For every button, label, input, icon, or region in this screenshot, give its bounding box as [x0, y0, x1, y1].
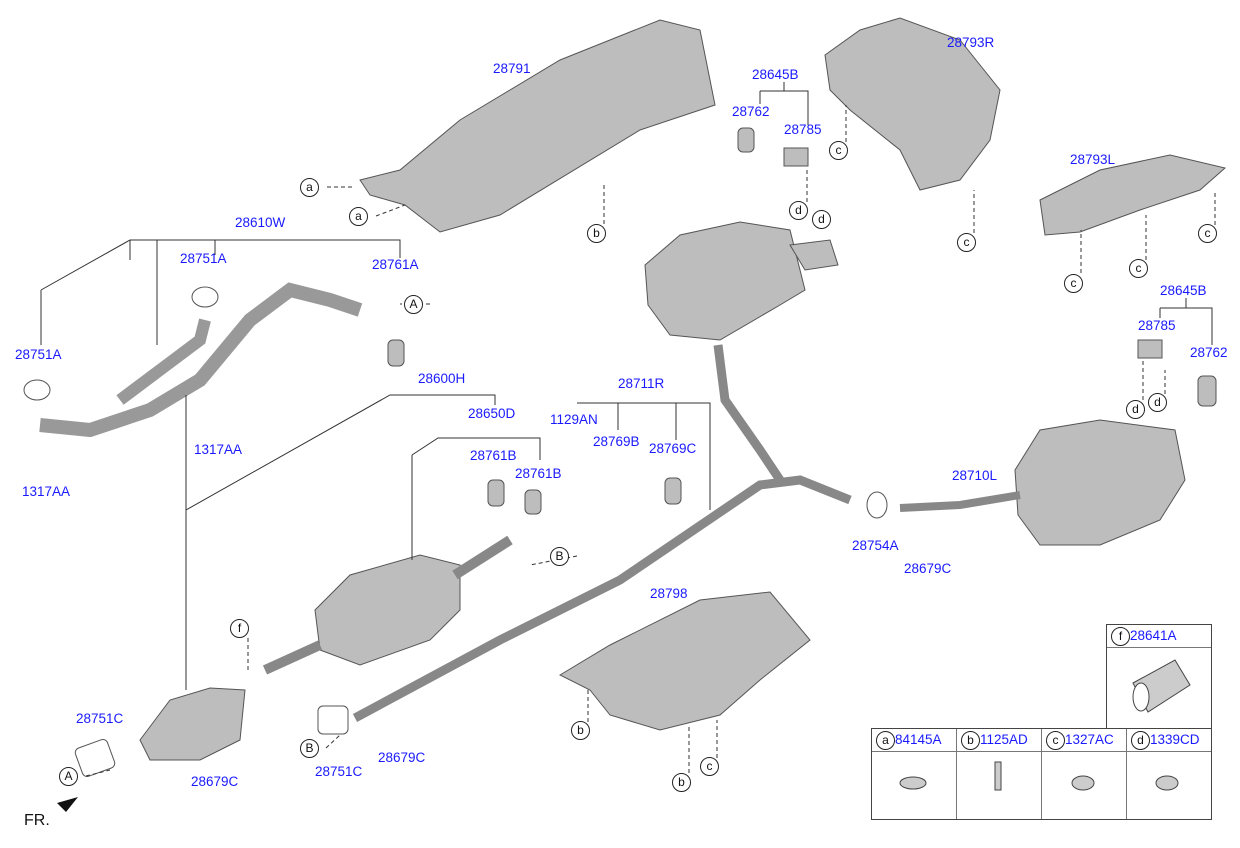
- callout: d: [789, 201, 808, 220]
- front-converter-28600h: [139, 687, 246, 761]
- part-label[interactable]: 28793L: [1070, 152, 1116, 167]
- rear-muffler-right: [644, 221, 806, 341]
- part-label[interactable]: 28791: [493, 61, 531, 76]
- callout: c: [1129, 259, 1148, 278]
- part-label[interactable]: 28761B: [470, 448, 517, 463]
- legend-f-header: f 28641A: [1107, 625, 1211, 648]
- part-label[interactable]: 28650D: [468, 406, 516, 421]
- catalytic-converter-28650d: [314, 554, 461, 666]
- part-label[interactable]: 28600H: [418, 371, 466, 386]
- part-label[interactable]: 28754A: [852, 538, 899, 553]
- callout: A: [59, 767, 78, 786]
- part-label[interactable]: 28762: [1190, 345, 1228, 360]
- part-label[interactable]: 28751C: [315, 764, 363, 779]
- callout: B: [550, 547, 569, 566]
- legend-letter: b: [961, 731, 980, 750]
- callout: a: [349, 207, 368, 226]
- callout: c: [1064, 274, 1083, 293]
- heat-shield-28793l: [1039, 154, 1227, 236]
- part-label[interactable]: 28751A: [180, 251, 227, 266]
- legend-letter: a: [876, 731, 895, 750]
- heat-shield-28791: [359, 19, 716, 233]
- part-label[interactable]: 28798: [650, 586, 688, 601]
- legend-code[interactable]: 84145A: [895, 732, 942, 747]
- part-label[interactable]: 1317AA: [22, 484, 71, 499]
- part-label[interactable]: 1129AN: [550, 412, 598, 427]
- exhaust-manifold: [39, 282, 363, 438]
- callout: d: [1126, 400, 1145, 419]
- part-label[interactable]: 28785: [784, 122, 822, 137]
- part-label[interactable]: 28751C: [76, 711, 124, 726]
- part-label[interactable]: 28679C: [904, 561, 952, 576]
- part-label[interactable]: 28793R: [947, 35, 995, 50]
- legend-code[interactable]: 1339CD: [1150, 732, 1200, 747]
- front-direction-label: FR.: [24, 812, 50, 829]
- callout: B: [300, 739, 319, 758]
- legend-letter: d: [1131, 731, 1150, 750]
- callout: d: [812, 210, 831, 229]
- part-label[interactable]: 1317AA: [194, 442, 243, 457]
- heat-shield-28793r: [824, 17, 1001, 191]
- part-label[interactable]: 28610W: [235, 215, 286, 230]
- part-label[interactable]: 28645B: [1160, 283, 1207, 298]
- callout: f: [230, 619, 249, 638]
- part-label[interactable]: 28785: [1138, 318, 1176, 333]
- part-label[interactable]: 28761A: [372, 257, 419, 272]
- callout: c: [1198, 224, 1217, 243]
- part-label[interactable]: 28679C: [378, 750, 426, 765]
- callout: c: [829, 141, 848, 160]
- part-label[interactable]: 28769B: [593, 434, 640, 449]
- legend-letter: c: [1046, 731, 1065, 750]
- part-label[interactable]: 28761B: [515, 466, 562, 481]
- center-pipe: [352, 475, 852, 722]
- callout: A: [404, 295, 423, 314]
- legend-f: f 28641A: [1106, 624, 1212, 730]
- heat-shield-28798: [558, 591, 811, 731]
- callout: b: [587, 224, 606, 243]
- callout: c: [700, 757, 719, 776]
- callout: d: [1148, 393, 1167, 412]
- legend-code[interactable]: 28641A: [1130, 628, 1177, 643]
- callout: b: [672, 773, 691, 792]
- callout: b: [571, 721, 590, 740]
- legend-code[interactable]: 1125AD: [980, 732, 1028, 747]
- part-label[interactable]: 28645B: [752, 67, 799, 82]
- rear-muffler-left: [1014, 419, 1186, 546]
- callout: c: [957, 233, 976, 252]
- part-label[interactable]: 28762: [732, 104, 770, 119]
- legend-code[interactable]: 1327AC: [1065, 732, 1114, 747]
- part-label[interactable]: 28679C: [191, 774, 239, 789]
- part-label[interactable]: 28769C: [649, 441, 697, 456]
- part-label[interactable]: 28711R: [618, 376, 665, 391]
- callout: a: [300, 178, 319, 197]
- part-label[interactable]: 28751A: [15, 347, 62, 362]
- part-label[interactable]: 28710L: [952, 468, 998, 483]
- legend-letter: f: [1111, 627, 1130, 646]
